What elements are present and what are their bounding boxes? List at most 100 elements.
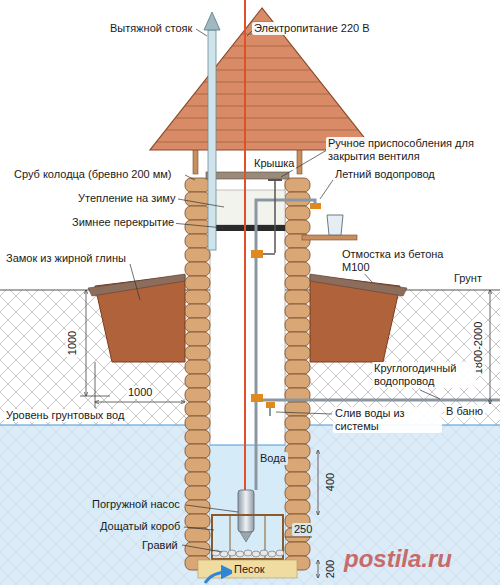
cover <box>206 172 289 179</box>
exhaust-pipe <box>204 12 220 30</box>
groundwater <box>0 425 500 585</box>
log-walls <box>285 276 310 290</box>
callout-label: Гравий <box>140 539 180 552</box>
watermark: postila.ru <box>342 546 454 572</box>
leader-lines <box>320 180 333 199</box>
callout-label: 250 <box>292 523 314 536</box>
roof <box>204 82 321 83</box>
leader-lines <box>130 29 440 552</box>
concrete-apron <box>88 274 185 296</box>
log-walls <box>185 528 210 542</box>
roof-posts <box>297 148 302 174</box>
roof <box>175 118 349 119</box>
callout-label: Вытяжной стояк <box>108 22 194 35</box>
dimension-lines <box>318 450 319 515</box>
leader-lines <box>196 29 207 36</box>
log-walls <box>185 262 210 276</box>
summer-pipe <box>310 203 321 209</box>
dimension-lines <box>95 402 185 403</box>
dimension-lines <box>86 290 87 396</box>
log-walls <box>185 486 210 500</box>
well-shaft <box>210 178 285 560</box>
roof <box>223 58 302 59</box>
log-walls <box>185 178 310 570</box>
valve-device <box>251 180 282 258</box>
log-walls <box>285 374 310 388</box>
insulation <box>210 190 285 225</box>
leader-lines <box>130 264 140 300</box>
log-walls <box>285 360 310 374</box>
log-walls <box>185 388 210 402</box>
yearround-pipe <box>256 399 500 402</box>
callout-label: Ручное приспособления для закрытия венти… <box>326 137 480 163</box>
callout-label: Сруб колодца (бревно 200 мм) <box>12 168 174 181</box>
gravel <box>276 550 284 556</box>
leader-lines <box>276 412 332 414</box>
log-walls <box>185 444 210 458</box>
summer-pipe <box>256 200 315 490</box>
log-walls <box>185 276 210 290</box>
leader-lines <box>185 175 195 180</box>
log-walls <box>285 262 310 276</box>
log-walls <box>185 206 210 220</box>
callout-label: 1000 <box>66 329 79 357</box>
log-walls <box>185 346 210 360</box>
gravel <box>244 550 252 556</box>
callout-label: Зимнее перекрытие <box>70 216 176 229</box>
log-walls <box>285 486 310 500</box>
log-walls <box>285 472 310 486</box>
log-walls <box>185 220 210 234</box>
log-walls <box>185 234 210 248</box>
summer-pipe <box>327 215 343 235</box>
dimension-lines <box>285 537 312 538</box>
callout-label: Дощатый короб <box>98 520 182 533</box>
callout-label: Крышка <box>252 157 296 170</box>
leader-lines <box>184 527 214 530</box>
pump <box>238 490 254 532</box>
pump <box>240 532 252 542</box>
valve-device <box>251 250 263 258</box>
callout-label: Слив воды из системы <box>333 407 442 433</box>
inflow-arrow <box>205 572 228 583</box>
log-walls <box>285 178 310 192</box>
log-walls <box>285 416 310 430</box>
roof <box>232 46 292 47</box>
log-walls <box>285 220 310 234</box>
log-walls <box>285 304 310 318</box>
cover <box>206 172 289 179</box>
summer-pipe <box>256 200 357 490</box>
valve-device <box>268 179 282 181</box>
board-box <box>212 515 283 559</box>
gravel <box>212 550 284 557</box>
log-walls <box>185 402 210 416</box>
callout-label: Вода <box>258 452 288 465</box>
log-walls <box>185 514 210 528</box>
log-walls <box>285 458 310 472</box>
callout-label: Электропитание 220 В <box>252 22 372 35</box>
callout-label: Уровень грунтовых вод <box>4 409 126 422</box>
log-walls <box>185 178 210 192</box>
log-walls <box>285 248 310 262</box>
log-walls <box>185 290 210 304</box>
log-walls <box>285 346 310 360</box>
roof <box>166 130 358 131</box>
log-walls <box>285 290 310 304</box>
dimension-lines <box>490 290 491 404</box>
callout-label: Грунт <box>452 272 484 285</box>
summer-pipe <box>302 235 357 240</box>
exhaust-pipe <box>204 12 220 250</box>
leader-lines <box>172 223 224 228</box>
gravel <box>252 551 260 557</box>
log-walls <box>185 430 210 444</box>
roof <box>213 70 311 71</box>
callout-label: Песок <box>232 563 267 576</box>
callout-label: Замок из жирной глины <box>4 252 128 265</box>
callout-label: В баню <box>444 405 485 418</box>
log-walls <box>185 332 210 346</box>
log-walls <box>185 248 210 262</box>
callout-label: Отмостка из бетона М100 <box>340 248 464 274</box>
callout-label: Круглогодичный водопровод <box>372 362 476 388</box>
dimension-lines <box>80 290 490 578</box>
gravel <box>228 550 236 556</box>
